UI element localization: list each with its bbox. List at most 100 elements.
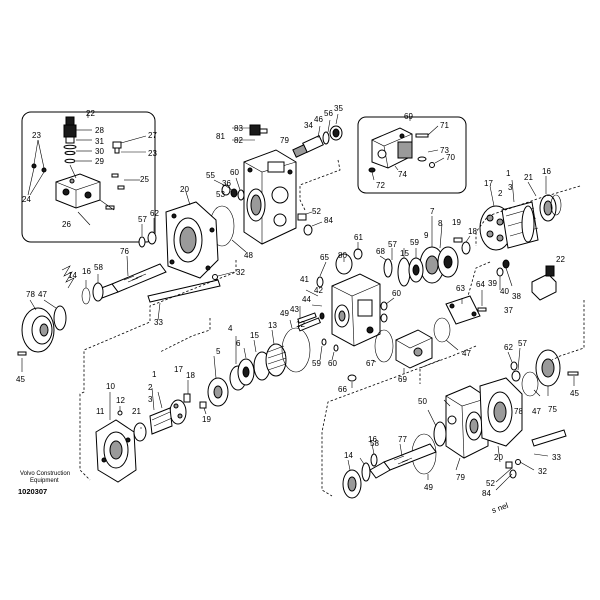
- callout: 53: [216, 190, 225, 199]
- callout: 42: [314, 286, 323, 295]
- callout: 80: [338, 251, 347, 260]
- fitting-35: [329, 125, 343, 141]
- o-ring-49: [281, 327, 311, 373]
- callout: 14: [344, 451, 353, 460]
- callout: 69: [404, 112, 413, 121]
- callout: 15: [400, 249, 409, 258]
- center-lines: [79, 159, 585, 497]
- callout: 64: [476, 280, 485, 289]
- callout: 49: [424, 483, 433, 492]
- cover-assembly-69: [395, 329, 433, 369]
- cover-assembly-74: [371, 127, 413, 169]
- detail-inset-69: [357, 116, 467, 194]
- callout: 79: [280, 136, 289, 145]
- callout-labels: 22 23 28 31 30 29 27 23 25 24 26 81 83 8…: [16, 104, 579, 498]
- callout: 60: [392, 289, 401, 298]
- callout: 47: [532, 407, 541, 416]
- callout: 37: [504, 306, 513, 315]
- callout: 58: [94, 263, 103, 272]
- valve-block-26: [55, 173, 101, 209]
- callout: 21: [524, 173, 533, 182]
- detail-inset-22: [21, 111, 156, 243]
- callout: 23: [32, 131, 41, 140]
- callout: 18: [186, 371, 195, 380]
- callout: 60: [230, 168, 239, 177]
- manufacturer-caption: Volvo Construction: [20, 471, 70, 477]
- callout: 35: [334, 104, 343, 113]
- callout: 78: [514, 407, 523, 416]
- callout: 77: [398, 435, 407, 444]
- callout: 17: [484, 179, 493, 188]
- callout: 41: [300, 275, 309, 284]
- callout: 16: [368, 435, 377, 444]
- callout: 12: [116, 396, 125, 405]
- callout: 12: [296, 320, 305, 329]
- callout: 18: [468, 227, 477, 236]
- callout: 46: [314, 115, 323, 124]
- callout: 30: [95, 147, 104, 156]
- callout: 60: [328, 359, 337, 368]
- callout: 58: [370, 439, 379, 448]
- drive-shaft-77: [369, 443, 437, 479]
- callout: 26: [62, 220, 71, 229]
- document-number: 1020307: [18, 487, 47, 496]
- callout: 23: [148, 149, 157, 158]
- cover-78: [21, 307, 55, 353]
- callout: 6: [236, 339, 241, 348]
- callout: 70: [446, 153, 455, 162]
- callout: 20: [494, 453, 503, 462]
- spring-14: [61, 265, 75, 289]
- callout: 8: [438, 219, 443, 228]
- cover-plate-63: [445, 295, 481, 325]
- callout: 56: [324, 109, 333, 118]
- valve-plate-21b: [207, 377, 229, 407]
- callout: 78: [26, 290, 35, 299]
- callout: 11: [96, 407, 105, 416]
- callout: 19: [452, 218, 461, 227]
- callout: 1: [506, 169, 511, 178]
- callout: 7: [430, 207, 435, 216]
- callout: 83: [234, 124, 243, 133]
- callout: 72: [376, 181, 385, 190]
- callout: 25: [140, 175, 149, 184]
- callout: 59: [312, 359, 321, 368]
- callout: 75: [548, 405, 557, 414]
- callout: 29: [95, 157, 104, 166]
- callout: 68: [376, 247, 385, 256]
- callout: 33: [552, 453, 561, 462]
- pump-housing-79: [243, 149, 297, 245]
- flange-20: [165, 201, 219, 279]
- end-cover-11: [95, 419, 137, 483]
- callout: 32: [538, 467, 547, 476]
- gear-stack-5: [229, 343, 287, 391]
- callout: 45: [16, 375, 25, 384]
- callout: 20: [180, 185, 189, 194]
- callout: 61: [354, 233, 363, 242]
- callout: 21: [132, 407, 141, 416]
- callout: 33: [154, 318, 163, 327]
- callout: 32: [236, 268, 245, 277]
- callout: 81: [216, 132, 225, 141]
- rod-33b: [531, 429, 567, 447]
- valve-housing-41: [331, 273, 381, 347]
- callout: 24: [22, 195, 31, 204]
- callout: 71: [440, 121, 449, 130]
- callout: 49: [280, 309, 289, 318]
- manufacturer-caption-2: Equipment: [30, 478, 59, 484]
- callout: 62: [150, 209, 159, 218]
- o-ring-47b: [433, 317, 451, 343]
- callout: 38: [512, 292, 521, 301]
- callout: 2: [498, 189, 503, 198]
- cylinder-block-17b: [169, 399, 187, 425]
- callout: 19: [202, 415, 211, 424]
- callout: 52: [486, 479, 495, 488]
- drive-shaft-76: [95, 263, 167, 299]
- callout: 39: [488, 279, 497, 288]
- callout: 14: [68, 271, 77, 280]
- callout: 57: [388, 240, 397, 249]
- callout: 34: [304, 121, 313, 130]
- callout: 43: [290, 305, 299, 314]
- plug-27: [112, 141, 122, 154]
- rod-33: [147, 279, 221, 303]
- callout: 45: [570, 389, 579, 398]
